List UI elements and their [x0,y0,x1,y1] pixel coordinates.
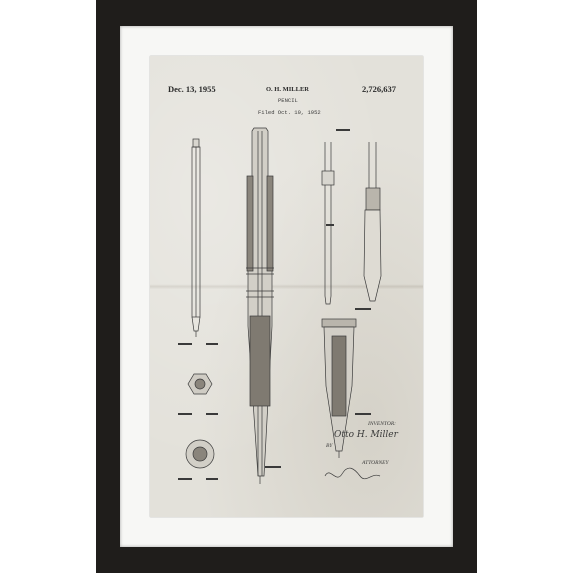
inventor-label: INVENTOR: [368,421,397,427]
patent-inventor-header: O. H. MILLER [266,86,309,93]
attorney-label: ATTORNEY [362,460,389,466]
patent-title: PENCIL [278,97,298,104]
inventor-name: Otto H. Miller [334,430,398,440]
patent-print: Dec. 13, 1955 O. H. MILLER 2,726,637 PEN… [150,56,423,517]
patent-filed-date: Filed Oct. 10, 1952 [258,109,321,116]
patent-date: Dec. 13, 1955 [168,84,216,94]
patent-number: 2,726,637 [362,84,396,94]
patent-drawing [178,127,382,484]
by-label: BY [326,443,333,449]
